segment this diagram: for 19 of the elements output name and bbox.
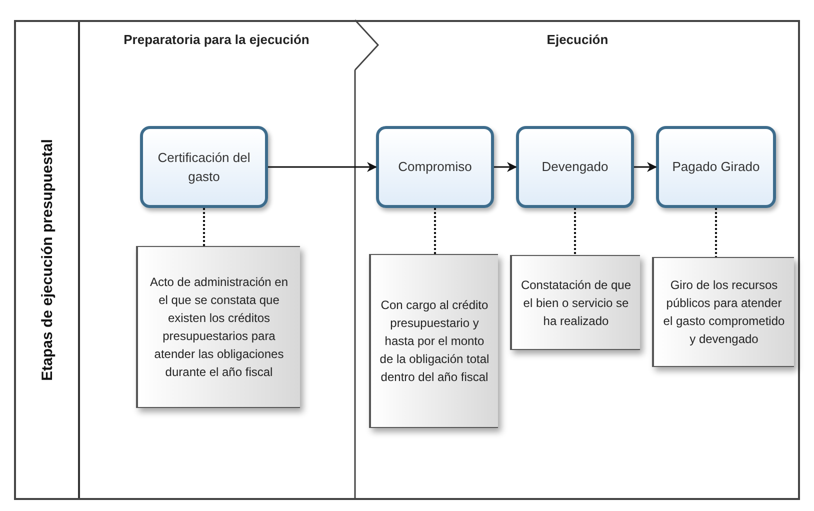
leader-line bbox=[203, 208, 205, 246]
phase-title: Ejecución bbox=[546, 31, 610, 49]
process-box: Pagado Girado bbox=[656, 126, 776, 208]
process-box: Devengado bbox=[516, 126, 634, 208]
process-box: Certificación del gasto bbox=[140, 126, 268, 208]
leader-line bbox=[434, 208, 436, 254]
annotation-box: Con cargo al crédito presupuestario y hasta por el monto de la obligación total dentro del año fiscal bbox=[369, 254, 498, 428]
annotation-box: Acto de administración en el que se constata que existen los créditos presupuestarios para atender las obligaciones durante el año fiscal bbox=[136, 246, 300, 408]
annotation-box: Constatación de que el bien o servicio se ha realizado bbox=[510, 255, 640, 350]
arrow bbox=[634, 162, 657, 172]
process-box: Compromiso bbox=[376, 126, 494, 208]
arrow bbox=[268, 162, 377, 172]
pool-label: Etapas de ejecución presupuestal bbox=[38, 139, 57, 381]
leader-line bbox=[574, 208, 576, 255]
pool-frame bbox=[14, 20, 800, 500]
phase-title: Preparatoria para la ejecución bbox=[122, 31, 310, 49]
leader-line bbox=[715, 208, 717, 257]
arrow bbox=[494, 162, 517, 172]
annotation-box: Giro de los recursos públicos para atender el gasto comprometido y devengado bbox=[652, 257, 794, 367]
